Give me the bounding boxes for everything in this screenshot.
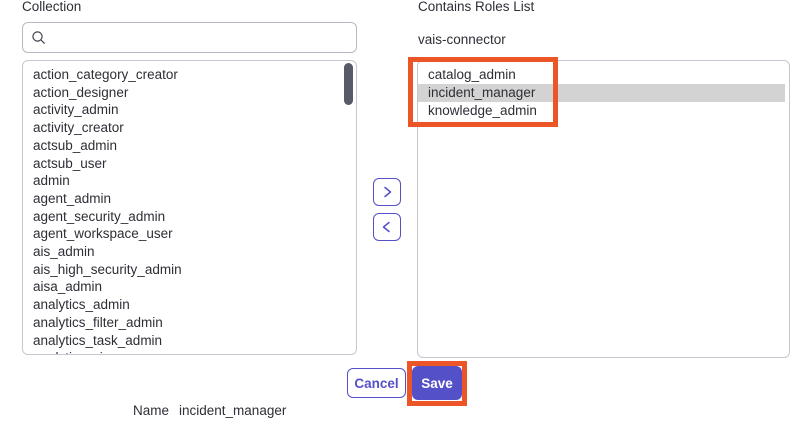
collection-list-scrollbar[interactable] <box>344 63 353 105</box>
roles-list-item[interactable]: incident_manager <box>418 84 785 102</box>
search-icon <box>32 30 46 44</box>
collection-list-item[interactable]: analytics_viewer <box>23 349 356 354</box>
collection-list-item[interactable]: action_designer <box>33 84 129 100</box>
cancel-button[interactable]: Cancel <box>347 368 406 398</box>
collection-list-item[interactable]: ais_high_security_admin <box>33 261 182 277</box>
collection-list-item[interactable]: agent_security_admin <box>33 208 166 224</box>
collection-list-item[interactable]: aisa_admin <box>33 279 103 295</box>
move-right-button[interactable] <box>373 178 401 206</box>
roles-list-item[interactable]: catalog_admin <box>428 67 516 82</box>
name-value: incident_manager <box>179 403 287 418</box>
name-row: Name incident_manager <box>133 403 286 419</box>
collection-list-item[interactable]: activity_creator <box>33 120 124 136</box>
collection-label: Collection <box>22 0 82 14</box>
roles-list-item[interactable]: knowledge_admin <box>428 103 537 118</box>
contains-roles-list-label: Contains Roles List <box>418 0 535 14</box>
collection-list-item[interactable]: action_category_creator <box>33 67 178 82</box>
name-label: Name <box>133 403 170 418</box>
collection-list-item[interactable]: ais_admin <box>33 244 95 260</box>
collection-list-item[interactable]: actsub_admin <box>33 137 118 153</box>
collection-list-item[interactable]: actsub_user <box>33 155 107 171</box>
collection-search-input[interactable] <box>53 29 348 46</box>
roles-group-name: vais-connector <box>418 32 506 47</box>
collection-list-item[interactable]: activity_admin <box>33 102 119 118</box>
chevron-right-icon <box>384 186 392 198</box>
collection-list-item[interactable]: agent_workspace_user <box>33 226 173 242</box>
collection-list-item[interactable]: agent_admin <box>33 190 112 206</box>
chevron-left-icon <box>382 221 390 233</box>
collection-search <box>22 22 357 53</box>
collection-list-item[interactable]: analytics_filter_admin <box>33 314 163 330</box>
save-button[interactable]: Save <box>412 366 462 400</box>
collection-list-item[interactable]: analytics_admin <box>33 297 130 313</box>
collection-list-item[interactable]: analytics_task_admin <box>33 332 163 348</box>
move-left-button[interactable] <box>373 213 401 241</box>
collection-list-item[interactable]: admin <box>33 173 70 189</box>
